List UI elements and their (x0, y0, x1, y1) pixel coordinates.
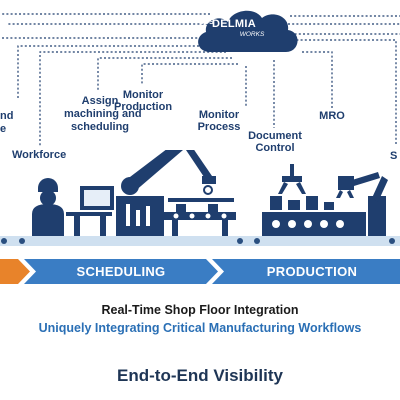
label-monitor-process-1: Monitor (198, 109, 240, 121)
mro-robot-icon (336, 172, 388, 236)
label-left-partial-1: nd (0, 110, 14, 122)
label-document-control-1: Document (248, 130, 302, 142)
label-document-control-2: Control (255, 142, 295, 154)
heading-workflows: Uniquely Integrating Critical Manufactur… (38, 321, 362, 335)
label-mro: MRO (319, 110, 345, 122)
stage-banners (0, 259, 400, 284)
label-monitor-process-2: Process (197, 121, 241, 133)
label-workforce: Workforce (12, 149, 67, 161)
stage-scheduling: SCHEDULING (76, 264, 166, 279)
robot-arm-icon (116, 150, 216, 236)
cloud-icon (198, 10, 298, 52)
label-right-partial: S (390, 150, 398, 162)
heading-visibility: End-to-End Visibility (117, 366, 283, 385)
gripper-robot-icon (278, 164, 306, 194)
brand-sub: WORKS (239, 31, 265, 38)
label-monitor-production-1: Monitor (122, 89, 164, 101)
worker-icon (32, 178, 64, 236)
label-monitor-production-2: Production (114, 101, 173, 113)
workstation-icon (66, 186, 114, 236)
brand-name: DELMIA (212, 18, 256, 30)
heading-shop-floor: Real-Time Shop Floor Integration (101, 303, 299, 317)
label-left-partial-2: e (0, 123, 7, 135)
ds-logo-icon: 3DS (200, 19, 214, 26)
production-line-icon (262, 196, 366, 236)
label-assign-3: scheduling (70, 121, 130, 133)
label-assign-2: machining and (64, 108, 142, 120)
stage-production: PRODUCTION (266, 264, 358, 279)
conveyor-icon (164, 198, 236, 236)
factory-illustration (0, 150, 400, 246)
label-assign-1: Assign (81, 95, 119, 107)
